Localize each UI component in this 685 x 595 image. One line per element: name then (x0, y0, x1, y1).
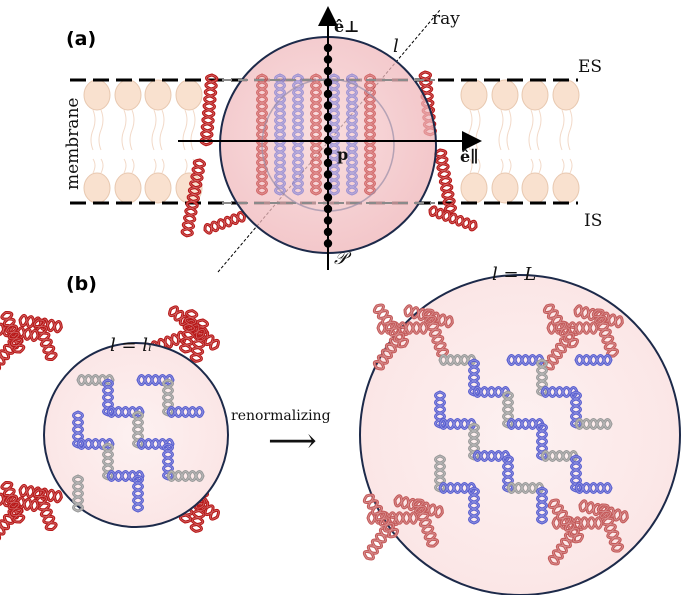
helix-ribbon (203, 211, 246, 234)
lipid-tail (122, 110, 126, 150)
e-par-label: ê∥ (460, 147, 479, 166)
sample-dot (324, 44, 332, 52)
lipid-head (553, 80, 579, 110)
lipid-tail (162, 159, 164, 173)
lipid-tail (499, 110, 503, 150)
sample-dot (324, 182, 332, 190)
lipid-head (522, 80, 548, 110)
ray-label: ray (432, 9, 460, 29)
lipid-tail (568, 110, 572, 150)
sample-dot (324, 101, 332, 109)
sample-dot (324, 124, 332, 132)
lipid-tail (124, 159, 126, 173)
lipid-tail (562, 159, 564, 173)
point-p-label: p (337, 145, 348, 164)
helix-ribbon (201, 75, 218, 146)
lipid-tail (191, 110, 195, 150)
sample-dot (324, 147, 332, 155)
lipid-tail (154, 159, 156, 173)
lipid-head (115, 80, 141, 110)
panel-a: (a) ray l ES IS membrane ê⊥ ê∥ p 𝒫 (63, 9, 602, 272)
lipid-tail (507, 110, 511, 150)
lipid-head (492, 80, 518, 110)
lipid-tail (99, 110, 103, 150)
e-perp-label: ê⊥ (334, 17, 360, 36)
lipid-tail (93, 159, 95, 173)
sample-dot (324, 78, 332, 86)
lipid-head (115, 173, 141, 203)
lipid-tail (539, 159, 541, 173)
lipid-head (145, 80, 171, 110)
lipid-tail (501, 159, 503, 173)
lipid-tail (476, 110, 480, 150)
sample-dot (324, 228, 332, 236)
sample-dot (324, 67, 332, 75)
sample-dot (324, 55, 332, 63)
lipid-head (492, 173, 518, 203)
sample-dot (324, 90, 332, 98)
sample-dot (324, 159, 332, 167)
lipid-tail (160, 110, 164, 150)
membrane-label: membrane (63, 98, 83, 190)
lipid-head (84, 80, 110, 110)
lipid-tail (570, 159, 572, 173)
sample-dot (324, 170, 332, 178)
is-label: IS (584, 211, 602, 231)
lipid-tail (101, 159, 103, 173)
es-label: ES (578, 57, 602, 77)
lipid-tail (183, 110, 187, 150)
lipid-tail (509, 159, 511, 173)
lipid-tail (152, 110, 156, 150)
panel-b-label: (b) (66, 273, 97, 295)
lipid-tail (185, 159, 187, 173)
lipid-tail (91, 110, 95, 150)
lipid-head (145, 173, 171, 203)
panel-b: (b) l = lᵢ renormalizing ⟶ l = L (0, 264, 680, 595)
sample-dot (324, 205, 332, 213)
panel-a-label: (a) (66, 28, 96, 50)
lipid-tail (531, 159, 533, 173)
sample-dot (324, 239, 332, 247)
sample-dot (324, 193, 332, 201)
right-scale-label: l = L (492, 264, 536, 285)
lipid-tail (537, 110, 541, 150)
lipid-head (553, 173, 579, 203)
left-scale-label: l = lᵢ (110, 335, 152, 356)
lipid-head (522, 173, 548, 203)
lipid-head (461, 80, 487, 110)
lipid-head (176, 80, 202, 110)
l-label: l (393, 36, 399, 57)
sample-dot (324, 136, 332, 144)
lipid-tail (560, 110, 564, 150)
lipid-tail (468, 110, 472, 150)
lipid-tail (529, 110, 533, 150)
lipid-tail (132, 159, 134, 173)
lipid-head (84, 173, 110, 203)
renormalizing-arrow: ⟶ (268, 421, 317, 461)
sample-dot (324, 113, 332, 121)
lipid-head (461, 173, 487, 203)
lipid-tail (130, 110, 134, 150)
sample-dot (324, 216, 332, 224)
